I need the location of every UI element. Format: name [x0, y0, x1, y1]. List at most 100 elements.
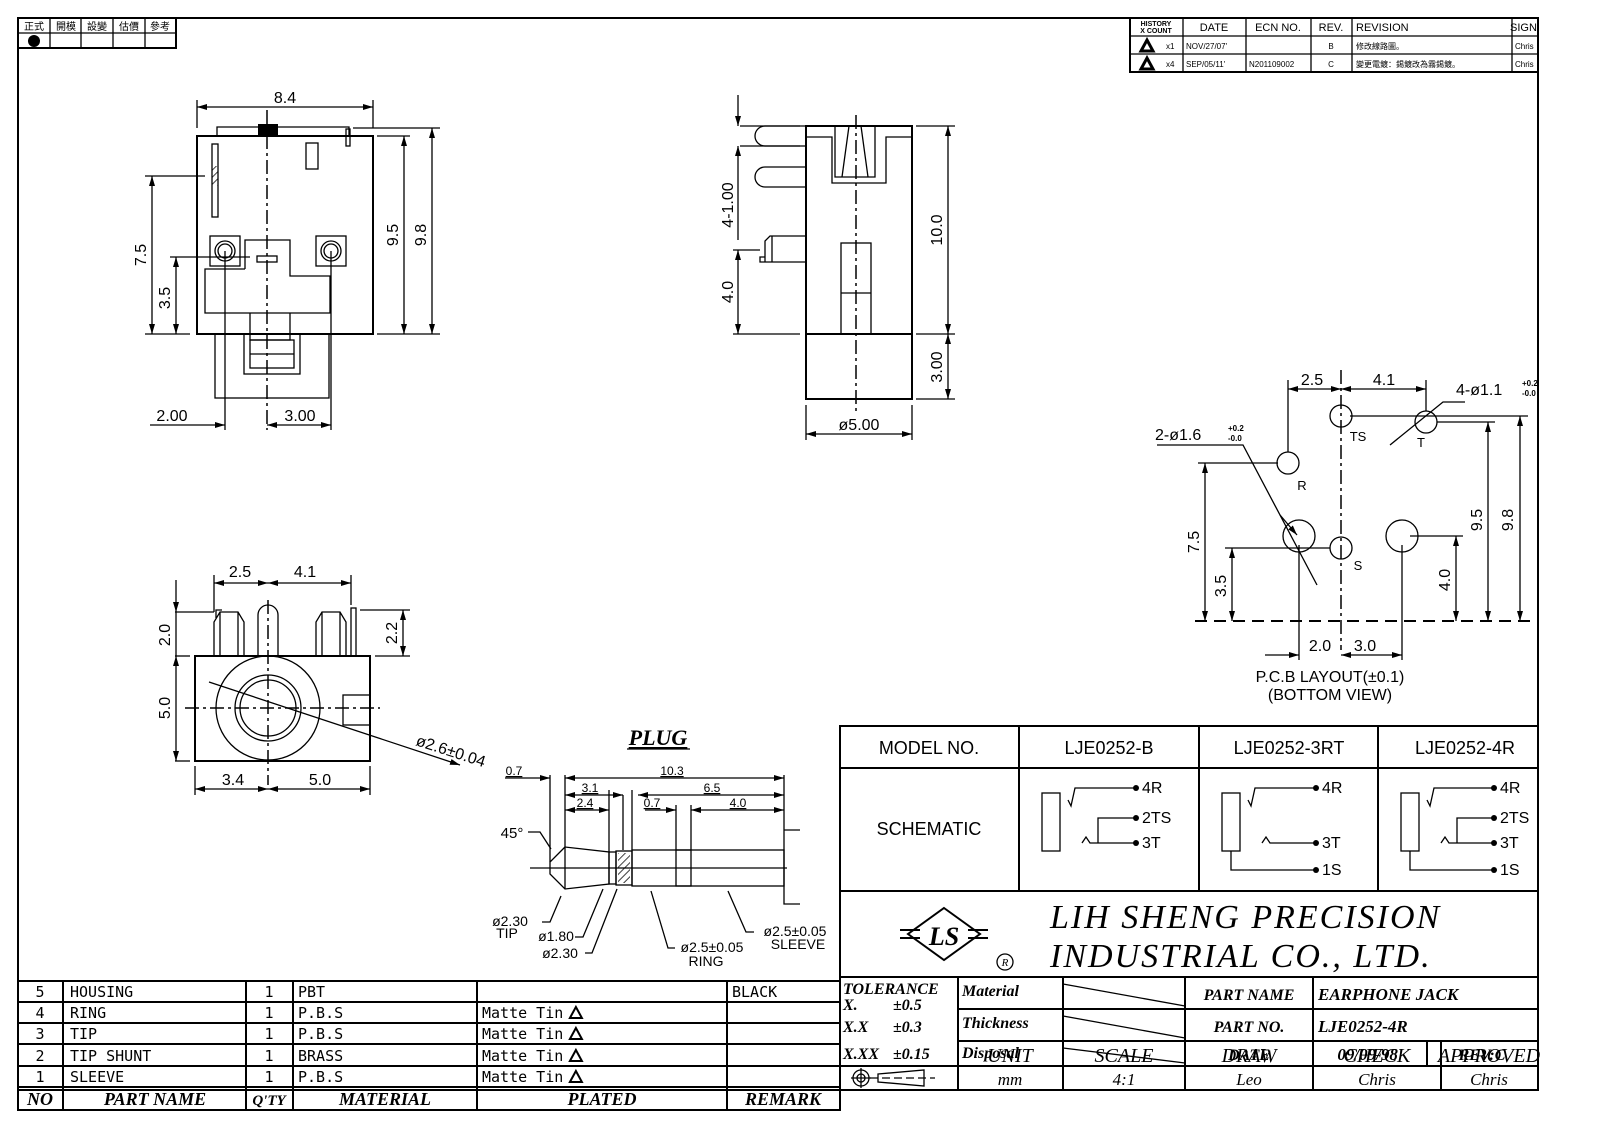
tol-minus: -0.0	[1522, 389, 1536, 398]
material-label: Material	[961, 983, 1019, 1000]
plug-label: ø2.30	[492, 913, 528, 929]
date-label: DATE	[1227, 1047, 1270, 1064]
pin-label: 3T	[1142, 835, 1161, 852]
dim-label: 3.0	[1354, 638, 1376, 655]
dim-label: 0.7	[644, 796, 661, 810]
rev-ecn: N201109002	[1249, 60, 1295, 69]
rev-letter: B	[1328, 42, 1333, 51]
schematic-3rt: 4R 3T 1S	[1221, 780, 1342, 879]
dim-label: 5.0	[309, 772, 331, 789]
triangle-icon	[1138, 54, 1156, 71]
hole-callout: 4-ø1.1	[1456, 382, 1502, 399]
pcb-hole-r	[1276, 451, 1300, 475]
bom-cell-qty: 1	[264, 1047, 273, 1065]
bom-cell-no: 2	[35, 1047, 44, 1065]
stamp-header: 估價	[119, 20, 139, 33]
end-view: ø2.6±0.04 2.5 4.1 2.0 5.0 2.2 3.4 5.0	[157, 564, 488, 795]
plug-label: TIP	[496, 925, 518, 941]
rev-header: REV.	[1319, 22, 1344, 34]
dim-label: 10.3	[660, 764, 684, 778]
revision-triangle-icon	[568, 1004, 584, 1019]
plug-label: RING	[689, 953, 724, 969]
pin-label: TS	[1350, 429, 1367, 444]
thickness-label: Thickness	[962, 1015, 1029, 1032]
pin-label: 1S	[1322, 862, 1342, 879]
dim-label: 7.5	[133, 244, 150, 266]
model-header: MODEL NO.	[879, 738, 979, 758]
bom-header-plated: PLATED	[566, 1089, 636, 1109]
revision-triangle-icon	[568, 1068, 584, 1083]
scale-value: 4:1	[1113, 1070, 1136, 1089]
dim-label: 8.4	[274, 90, 296, 107]
bom-cell-qty: 1	[264, 1004, 273, 1022]
rev-count: x1	[1166, 42, 1175, 51]
dim-label: 9.5	[1469, 509, 1486, 531]
plug-title: PLUG	[628, 725, 688, 750]
rev-date: NOV/27/07'	[1186, 42, 1228, 51]
dim-label: 3.5	[1213, 575, 1230, 597]
dim-label: 10.0	[929, 214, 946, 245]
dim-label: 4.1	[1373, 372, 1395, 389]
dim-label: 2.0	[157, 624, 174, 646]
disposal-label: Disposal	[961, 1045, 1019, 1062]
bom-cell-name: RING	[70, 1004, 106, 1022]
tolerance-value: ±0.15	[893, 1046, 930, 1063]
bom-cell-plated: Matte Tin	[482, 1025, 563, 1043]
dim-label: 45°	[501, 825, 524, 842]
tol-minus: -0.0	[1228, 434, 1242, 443]
triangle-icon	[1138, 36, 1156, 53]
plug-label: ø2.5±0.05	[764, 923, 827, 939]
part-no-value: LJE0252-4R	[1317, 1017, 1408, 1036]
revision-table: HISTORY X COUNT DATE ECN NO. REV. REVISI…	[1129, 17, 1540, 73]
bom-cell-plated: Matte Tin	[482, 1047, 563, 1065]
front-view: 8.4 7.5 3.5 9.5 9.8 2.00 3.00	[133, 90, 440, 430]
stamp-header: 開模	[56, 21, 76, 33]
side-view: 4-1.00 4.0 10.0 3.00 ø5.00	[720, 95, 955, 440]
company-name-line2: INDUSTRIAL CO., LTD.	[1049, 938, 1432, 975]
tolerance-key: X.X	[842, 1019, 869, 1036]
tol-plus: +0.2	[1522, 379, 1538, 388]
bom-cell-qty: 1	[264, 983, 273, 1001]
dim-label: 4.0	[720, 281, 737, 303]
pin-label: 2TS	[1500, 810, 1529, 827]
stamp-header: 參考	[150, 20, 170, 33]
pin-label: 4R	[1322, 780, 1342, 797]
bom-cell-name: SLEEVE	[70, 1068, 124, 1086]
pcb-layout: TS T R S 2.5 4.1 9.8 9.5 4.0 7.5 3.5 2.0…	[1155, 370, 1538, 704]
model-name: LJE0252-B	[1064, 738, 1153, 758]
bom-cell-qty: 1	[264, 1068, 273, 1086]
pin-label: T	[1417, 435, 1425, 450]
part-no-label: PART NO.	[1213, 1019, 1285, 1036]
pin-label: 4R	[1500, 780, 1520, 797]
dim-label: 4.0	[1437, 569, 1454, 591]
bom-header-part-name: PART NAME	[103, 1089, 206, 1109]
dim-label: 4-1.00	[720, 182, 737, 227]
plug-label: ø2.5±0.05	[681, 939, 744, 955]
model-table: MODEL NO. LJE0252-B LJE0252-3RT LJE0252-…	[839, 725, 1539, 892]
plug-view: PLUG 0.7 10.3 3.1 2.4 6.5 0.7 4.0 45°	[492, 725, 827, 969]
bom-cell-no: 1	[35, 1068, 44, 1086]
bom-header-material: MATERIAL	[338, 1089, 431, 1109]
bom-cell-name: HOUSING	[70, 983, 133, 1001]
company-logo: LS R	[900, 906, 1014, 971]
dim-label: 7.5	[1186, 531, 1203, 553]
dim-label: ø2.6±0.04	[414, 733, 488, 771]
dim-label: 9.8	[1500, 509, 1517, 531]
bom-cell-material: BRASS	[298, 1047, 343, 1065]
bom-header: NO PART NAME Q'TY MATERIAL PLATED REMARK	[17, 1086, 841, 1111]
rev-sign: Chris	[1515, 42, 1534, 51]
bom-cell-no: 4	[35, 1004, 44, 1022]
company-name-line1: LIH SHENG PRECISION	[1049, 899, 1442, 936]
pin-label: 1S	[1500, 862, 1520, 879]
revision-triangle-icon	[568, 1047, 584, 1062]
dim-label: 2.2	[384, 622, 401, 644]
dim-label: 3.00	[929, 351, 946, 382]
dim-label: 3.1	[582, 781, 599, 795]
rev-header: DATE	[1200, 22, 1229, 34]
dim-label: 2.5	[1301, 372, 1323, 389]
pcb-title: P.C.B LAYOUT(±0.1)	[1256, 669, 1405, 686]
rev-value: REV:C	[1458, 1047, 1506, 1064]
rev-header: REVISION	[1356, 22, 1409, 34]
stamp-table: 正式 開模 設變 估價 參考	[17, 17, 177, 49]
